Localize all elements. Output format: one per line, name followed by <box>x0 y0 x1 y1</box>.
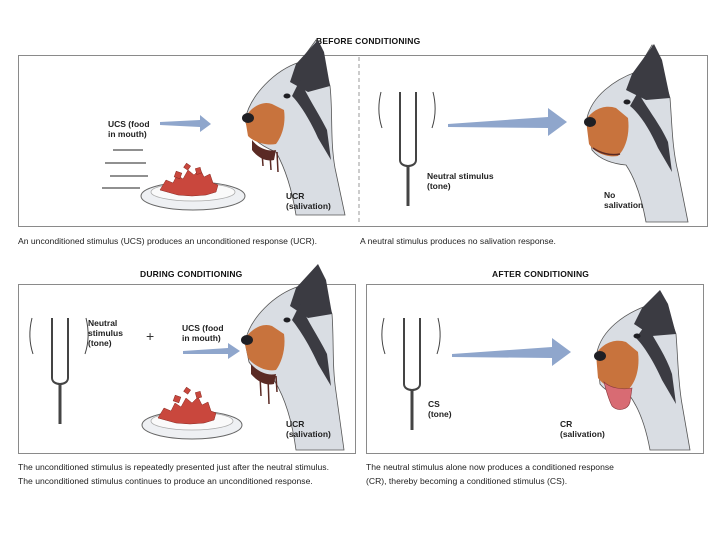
cr-label: CR (salivation) <box>560 419 605 439</box>
caption-after-2: (CR), thereby becoming a conditioned sti… <box>366 475 567 487</box>
caption-after-1: The neutral stimulus alone now produces … <box>366 461 614 473</box>
